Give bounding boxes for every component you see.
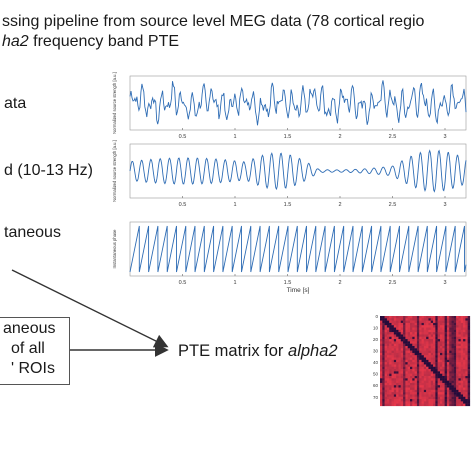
step-filtered-label: d (10-13 Hz): [4, 162, 93, 179]
filtered-xtick: 2: [338, 202, 341, 208]
phase-signal-line: [129, 225, 467, 273]
phase-xtick: 3: [443, 280, 446, 286]
phase-xtick: 1.5: [284, 280, 292, 286]
filtered-xtick: 1: [233, 202, 236, 208]
raw-xtick: 1.5: [284, 134, 292, 140]
pte-matrix: 0 10 20 30 40 50 60 70: [373, 314, 471, 407]
pte-label-band: alpha2: [288, 342, 338, 360]
title-band-rest: frequency band PTE: [28, 33, 180, 50]
phase-ylabel: Instantaneous phase: [112, 229, 117, 269]
matrix-ytick: 0: [375, 314, 378, 319]
phase-xtick: 1: [233, 280, 236, 286]
raw-xtick: 1: [233, 134, 236, 140]
box-line-2: of all: [11, 340, 45, 357]
raw-xtick: 2: [338, 134, 341, 140]
box-line-1: aneous: [3, 320, 56, 337]
matrix-ytick: 60: [373, 383, 379, 388]
matrix-ytick: 10: [373, 326, 379, 331]
phase-xtick: 0.5: [179, 280, 187, 286]
step-phase-label: taneous: [4, 224, 61, 241]
title-band-italic: ha2: [2, 33, 29, 50]
step-raw-label: ata: [4, 95, 27, 112]
filtered-xtick: 1.5: [284, 202, 292, 208]
raw-ylabel: Normalized source strength [a.u.]: [112, 72, 117, 134]
matrix-ytick: 50: [373, 372, 379, 377]
pte-matrix-label: PTE matrix for alpha2: [178, 342, 338, 361]
filtered-signal-line: [129, 149, 467, 193]
raw-signal-line: [129, 80, 467, 126]
matrix-ytick: 30: [373, 349, 379, 354]
figure-title-line1: ssing pipeline from source level MEG dat…: [2, 13, 425, 30]
matrix-ytick: 40: [373, 360, 379, 365]
arrow-phase-to-pte: [11, 269, 169, 348]
pte-label-prefix: PTE matrix for: [178, 342, 289, 360]
filtered-ylabel: Normalized source strength [a.u.]: [112, 140, 117, 202]
raw-xtick: 3: [443, 134, 446, 140]
filtered-signal-plot: 0.5 1 1.5 2 2.5 3 Normalized source strength […: [112, 140, 467, 208]
matrix-ytick: 20: [373, 337, 379, 342]
filtered-xtick: 0.5: [179, 202, 187, 208]
matrix-tick-labels: 0 10 20 30 40 50 60 70: [373, 314, 379, 400]
raw-signal-plot: 0.5 1 1.5 2 2.5 3 Normalized source strength […: [112, 72, 467, 140]
phase-roi-box: aneous of all ' ROIs: [0, 317, 70, 385]
matrix-cells: [380, 316, 471, 407]
matrix-ytick: 70: [373, 395, 379, 400]
box-line-3: ' ROIs: [11, 360, 55, 377]
filtered-xtick: 3: [443, 202, 446, 208]
phase-xtick: 2: [338, 280, 341, 286]
raw-xtick: 2.5: [389, 134, 397, 140]
figure-title-line2: ha2 frequency band PTE: [2, 32, 179, 51]
phase-xlabel: Time [s]: [287, 287, 310, 294]
filtered-xtick: 2.5: [389, 202, 397, 208]
phase-xtick: 2.5: [389, 280, 397, 286]
raw-xtick: 0.5: [179, 134, 187, 140]
